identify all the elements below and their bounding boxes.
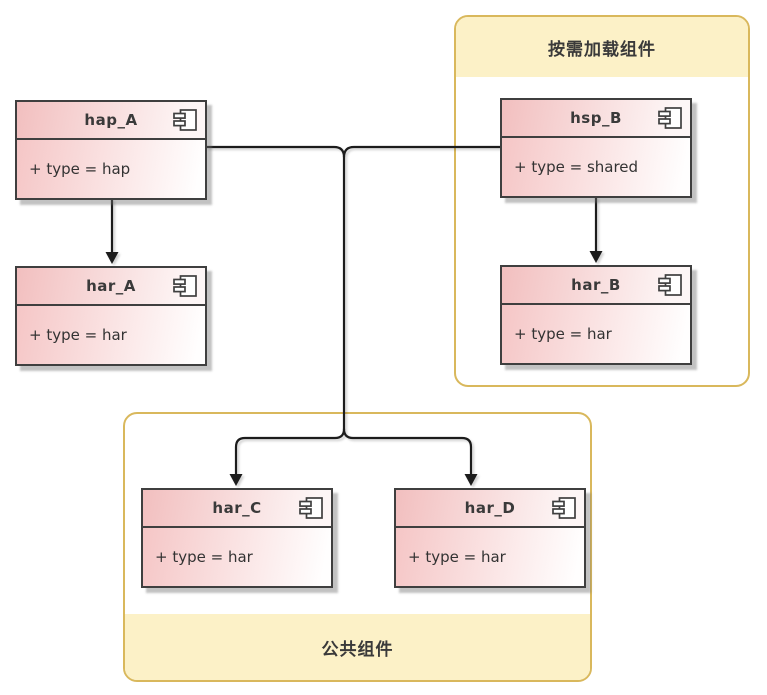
component-hsp-b-header: hsp_B [502,100,690,138]
component-hsp-b-attribute: + type = shared [514,158,639,176]
uml-component-icon [657,107,683,129]
group-common-title-band: 公共组件 [125,614,590,680]
component-hap-a-body: + type = hap [17,140,205,198]
group-ondemand-title: 按需加载组件 [548,39,656,60]
component-har-b-header: har_B [502,267,690,305]
arrowhead-harA [105,252,119,264]
uml-component-icon [172,109,198,131]
component-har-d-header: har_D [396,490,584,528]
uml-component-icon [172,275,198,297]
component-har-a-body: + type = har [17,306,205,364]
component-har-a-attribute: + type = har [29,326,127,344]
uml-component-icon [298,497,324,519]
component-hsp-b-title: hsp_B [570,109,622,127]
component-har-c-header: har_C [143,490,331,528]
component-hsp-b-body: + type = shared [502,138,690,196]
component-har-b-attribute: + type = har [514,325,612,343]
component-har-a-title: har_A [86,277,136,295]
component-hap-a-title: hap_A [84,111,138,129]
component-har-c-title: har_C [212,499,262,517]
component-har-a: har_A + type = har [15,266,207,366]
component-har-d-attribute: + type = har [408,548,506,566]
component-har-d-title: har_D [464,499,516,517]
uml-component-icon [551,497,577,519]
component-hap-a: hap_A + type = hap [15,100,207,200]
component-hap-a-header: hap_A [17,102,205,140]
component-har-c-attribute: + type = har [155,548,253,566]
component-hap-a-attribute: + type = hap [29,160,131,178]
component-har-a-header: har_A [17,268,205,306]
edge-hapA-to-trunk [205,145,346,431]
group-ondemand-title-band: 按需加载组件 [456,17,748,77]
component-hsp-b: hsp_B + type = shared [500,98,692,198]
component-har-d-body: + type = har [396,528,584,586]
uml-component-icon [657,274,683,296]
component-har-c: har_C + type = har [141,488,333,588]
component-har-d: har_D + type = har [394,488,586,588]
component-har-b-body: + type = har [502,305,690,363]
component-har-c-body: + type = har [143,528,331,586]
component-har-b-title: har_B [571,276,621,294]
component-har-b: har_B + type = har [500,265,692,365]
group-common-title: 公共组件 [321,639,394,660]
